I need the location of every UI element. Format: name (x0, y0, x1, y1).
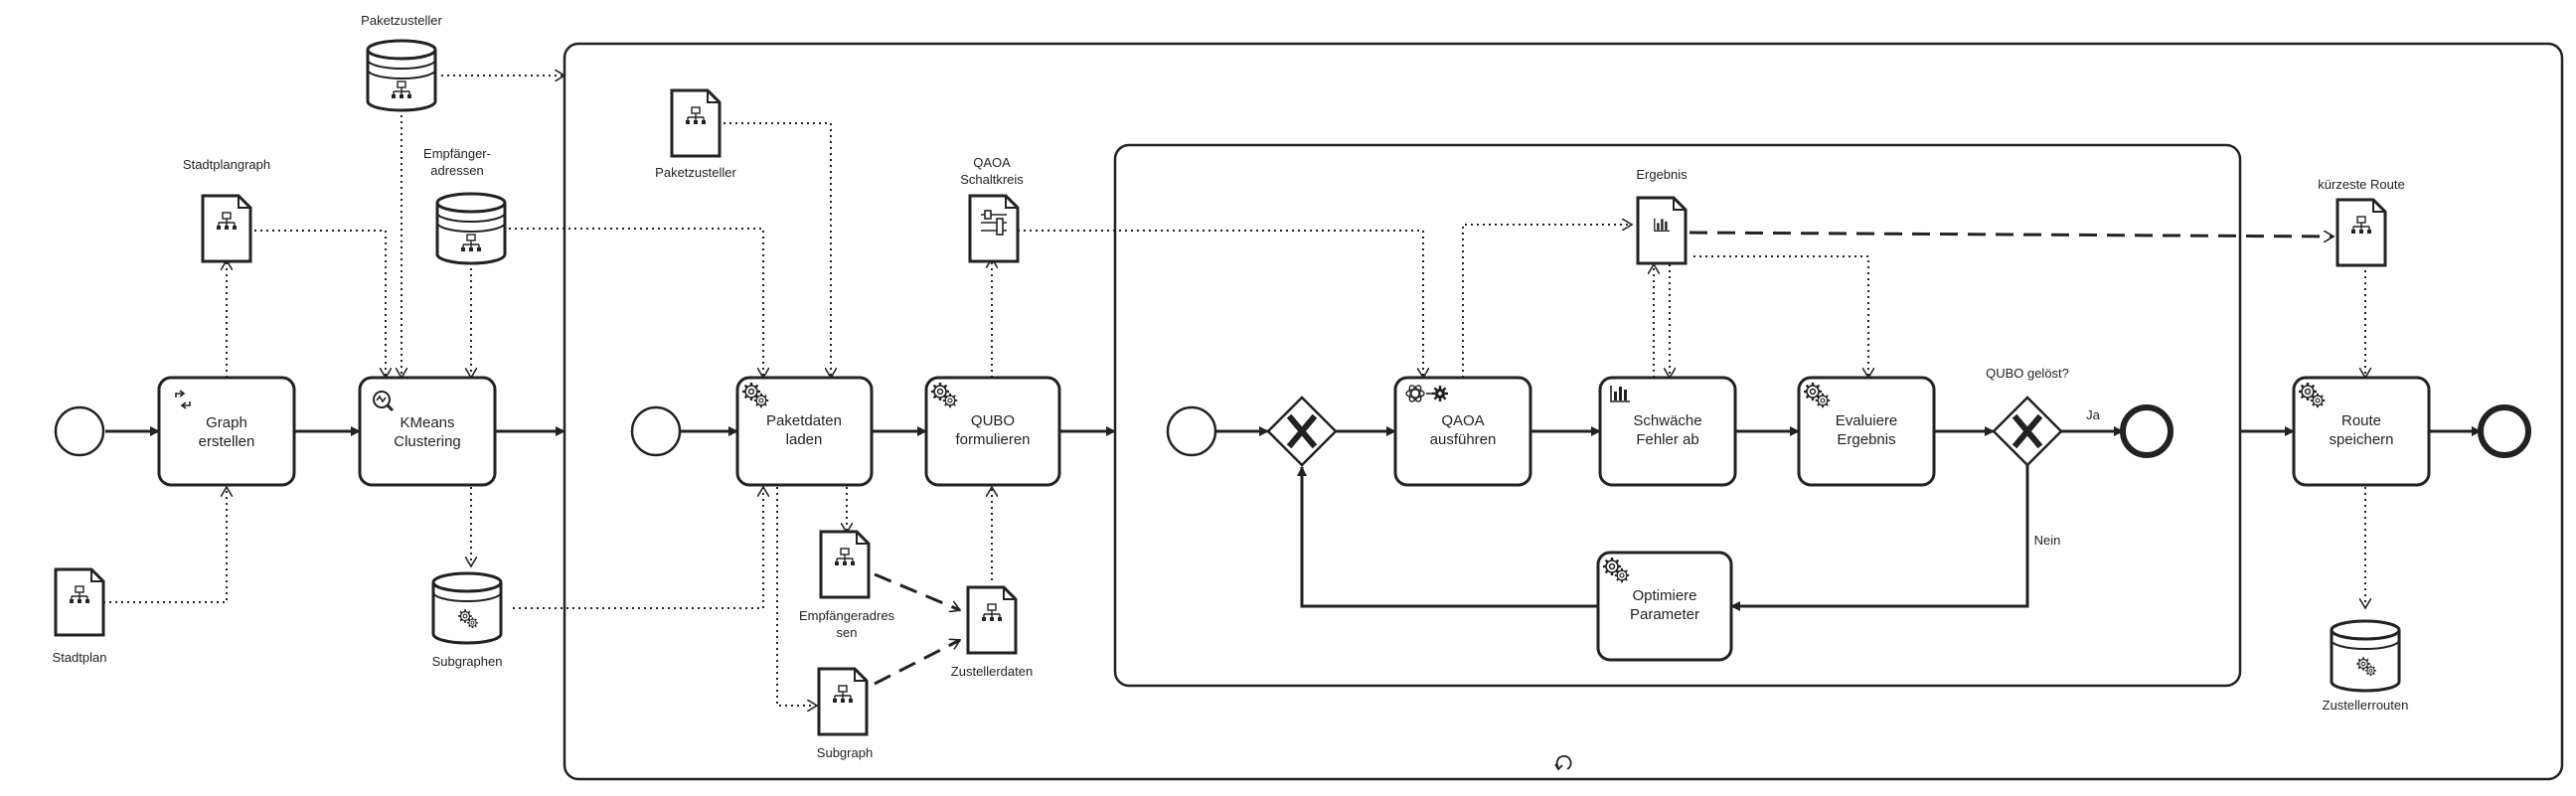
datastore-paketzusteller[interactable] (366, 39, 437, 112)
svg-text:Schwäche: Schwäche (1633, 412, 1701, 429)
dataobject-empfaengeradressen-label-1: Empfängeradres (799, 608, 895, 623)
svg-text:Parameter: Parameter (1630, 606, 1699, 623)
task-optimiere-parameter[interactable]: Optimiere Parameter (1596, 551, 1733, 662)
magnifier-chart-icon (373, 391, 395, 412)
dataobject-stadtplangraph-label: Stadtplangraph (183, 157, 270, 172)
svg-text:formulieren: formulieren (955, 431, 1030, 448)
gateway-question-label: QUBO gelöst? (1986, 366, 2069, 381)
gateway-yes-label: Ja (2086, 407, 2101, 422)
svg-text:KMeans: KMeans (400, 414, 454, 431)
task-qubo-formulieren[interactable]: QUBO formulieren (924, 376, 1061, 487)
dataobject-stadtplan-label: Stadtplan (53, 650, 107, 665)
dataobject-zustellerdaten-label: Zustellerdaten (951, 664, 1033, 679)
end-event-main[interactable] (2478, 404, 2531, 458)
dataobject-empfaengeradressen-label-2: sen (837, 625, 858, 640)
exclusive-gateway-x-icon (2012, 413, 2043, 449)
dataobject-stadtplangraph[interactable] (201, 194, 252, 263)
dataobject-ergebnis[interactable] (1636, 196, 1688, 265)
datastore-zustellerrouten-label: Zustellerrouten (2323, 698, 2409, 713)
dataobject-ergebnis-label: Ergebnis (1636, 167, 1688, 182)
svg-text:ausführen: ausführen (1430, 431, 1497, 448)
gateway-no-label: Nein (2034, 533, 2061, 548)
dataobject-empfaengeradressen[interactable] (819, 530, 871, 599)
svg-text:QAOA: QAOA (1441, 412, 1484, 429)
dataobject-stadtplan[interactable] (54, 567, 105, 637)
start-event-sub[interactable] (630, 405, 682, 457)
dataobject-zustellerdaten[interactable] (966, 585, 1018, 655)
svg-text:Optimiere: Optimiere (1632, 587, 1696, 604)
dataobject-qaoa-schaltkreis[interactable] (968, 194, 1020, 263)
dataobject-paketzusteller-label: Paketzusteller (655, 165, 736, 180)
svg-text:Route: Route (2341, 412, 2381, 429)
datastore-zustellerrouten[interactable] (2330, 619, 2401, 693)
task-qaoa-ausfuehren[interactable]: QAOA ausführen (1393, 376, 1532, 487)
svg-text:erstellen: erstellen (199, 433, 255, 450)
svg-text:Evaluiere: Evaluiere (1836, 412, 1898, 429)
task-paketdaten-laden[interactable]: Paketdaten laden (735, 376, 874, 487)
task-kmeans-clustering[interactable]: KMeans Clustering (358, 376, 497, 487)
datastore-empfaengeradressen-label-1: Empfänger- (423, 146, 491, 161)
svg-text:laden: laden (786, 431, 823, 448)
sequence-flows (105, 426, 2482, 611)
datastore-subgraphen-label: Subgraphen (432, 654, 503, 669)
dashed-associations (874, 233, 2334, 686)
svg-text:QUBO: QUBO (971, 412, 1015, 429)
exclusive-gateway-loop[interactable] (1266, 396, 1338, 467)
data-associations (103, 76, 2365, 706)
task-schwaeche-fehler-ab[interactable]: Schwäche Fehler ab (1598, 376, 1737, 487)
datastore-subgraphen[interactable] (431, 571, 503, 645)
task-evaluiere-ergebnis[interactable]: Evaluiere Ergebnis (1797, 376, 1936, 487)
loop-marker-icon (1554, 754, 1572, 771)
exclusive-gateway-qubo[interactable] (1992, 396, 2063, 467)
dataobject-kuerzeste-route-label: kürzeste Route (2318, 177, 2404, 192)
end-event-loop[interactable] (2120, 404, 2174, 458)
datastore-empfaengeradressen[interactable] (435, 192, 507, 265)
task-route-speichern[interactable]: Route speichern (2292, 376, 2431, 487)
dataobject-paketzusteller[interactable] (670, 88, 722, 158)
start-event-main[interactable] (54, 405, 105, 457)
svg-text:Fehler ab: Fehler ab (1636, 431, 1698, 448)
dataobject-subgraph-label: Subgraph (817, 745, 873, 760)
dataobject-kuerzeste-route[interactable] (2335, 198, 2387, 267)
svg-text:Paketdaten: Paketdaten (766, 412, 842, 429)
datastore-empfaengeradressen-label-2: adressen (430, 163, 483, 178)
dataobject-qaoa-schaltkreis-label-2: Schaltkreis (960, 172, 1024, 187)
datastore-paketzusteller-label: Paketzusteller (361, 13, 442, 28)
task-graph-erstellen[interactable]: Graph erstellen (157, 376, 296, 487)
dataobject-subgraph[interactable] (817, 667, 869, 736)
svg-text:Ergebnis: Ergebnis (1837, 431, 1895, 448)
exclusive-gateway-x-icon (1286, 413, 1318, 449)
svg-text:Clustering: Clustering (394, 433, 461, 450)
svg-text:Graph: Graph (206, 414, 247, 431)
dataobject-qaoa-schaltkreis-label-1: QAOA (973, 155, 1011, 170)
script-icon (175, 390, 191, 409)
start-event-loop[interactable] (1166, 405, 1217, 457)
svg-text:speichern: speichern (2329, 431, 2393, 448)
atom-gear-icon (1405, 385, 1448, 402)
